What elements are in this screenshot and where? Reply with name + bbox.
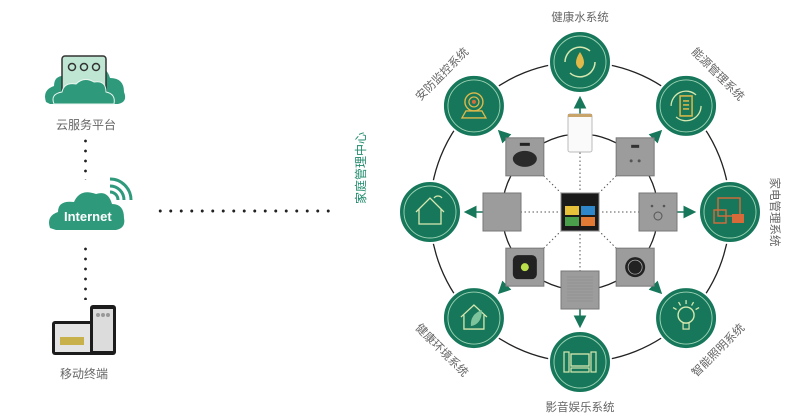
system-node[interactable] [698,180,762,244]
smart-panel-icon [560,192,600,232]
water-purifier-icon [567,113,593,153]
light-bulb-icon [672,300,700,330]
dotted-connector-horizontal [155,209,335,213]
system-node[interactable] [441,73,506,138]
mobile-devices-icon [52,305,116,355]
system-node[interactable] [654,73,719,138]
cloud-platform-label: 云服务平台 [56,118,117,132]
smart-home-icon [415,195,445,225]
water-drop-icon [564,46,596,78]
system-label: 影音娱乐系统 [545,400,615,414]
center-label: 家庭管理中心 [354,131,368,204]
system-node[interactable] [548,30,612,94]
internet-label: Internet [64,209,112,224]
camera-device-icon [505,137,545,177]
knob-icon [615,247,655,287]
system-node[interactable] [654,286,719,351]
blank-panel-icon [482,192,522,232]
system-node[interactable] [548,330,612,394]
cloud-platform [40,50,130,140]
battery-icon [670,90,702,122]
leaf-house-icon [460,304,488,330]
internet-node [44,172,134,242]
system-label: 家电管理系统 [768,177,782,247]
socket-icon [615,137,655,177]
home-theater-icon [563,351,597,373]
appliance-icon [713,197,744,224]
env-panel-icon [505,247,545,287]
dotted-connector-bottom [84,244,87,300]
wall-socket-icon [638,192,678,232]
system-label: 健康水系统 [551,10,609,24]
dotted-connector-top [84,136,87,180]
cloud-server-icon [45,55,126,105]
cloud-wifi-icon [49,177,133,230]
camera-icon [460,92,488,119]
system-node[interactable] [441,286,506,351]
speaker-grille-icon [560,270,600,310]
mobile-devices [50,303,130,359]
system-node[interactable] [398,180,462,244]
mobile-label: 移动终端 [60,367,109,381]
